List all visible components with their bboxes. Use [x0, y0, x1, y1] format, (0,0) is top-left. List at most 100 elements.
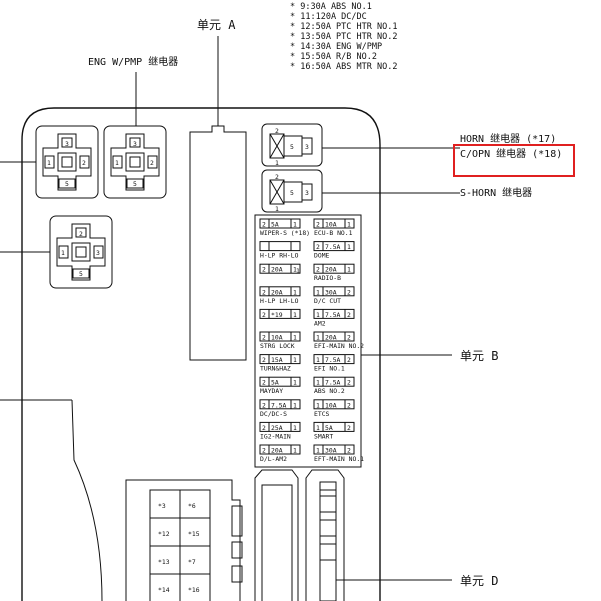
unit-d-label: 单元 D [460, 574, 498, 588]
grid-cell-label: *13 [158, 558, 170, 566]
grid-cell-label: *16 [188, 586, 200, 594]
notes-list: * 9:30A ABS NO.1 * 11:120A DC/DC * 12:50… [290, 2, 397, 72]
fuse-pin: 2 [347, 447, 351, 455]
lower-block-outline [125, 479, 241, 601]
fuse-amp: 20A [325, 266, 337, 274]
fuse-pin: 1 [293, 311, 297, 319]
note-line: * 14:30A ENG W/PMP [290, 42, 382, 52]
fuse-pin: 2 [262, 379, 266, 387]
fuse-left-8: 2 7.5A 1DC/DC-S [259, 399, 301, 418]
pin-label: 3 [305, 189, 309, 197]
fuse-name: ABS NO.2 [314, 387, 345, 395]
fuse-pin: 2 [262, 424, 266, 432]
fuse-amp: 10A [271, 334, 283, 342]
grid-cell-label: *7 [188, 558, 196, 566]
fuse-name: MAYDAY [260, 387, 283, 395]
fuse-amp: 7.5A [325, 243, 341, 251]
fuse-amp: 5A [271, 379, 279, 387]
fuse-amp: 30A [325, 288, 337, 296]
fuse-left-1: H-LP RH-LO [259, 241, 301, 260]
fuse-name: D/C CUT [314, 297, 341, 305]
fuse-pin: 1 [316, 447, 320, 455]
fuse-pin: 2 [316, 243, 320, 251]
fuse-amp: 7.5A [325, 356, 341, 364]
fuse-pin: 2 [262, 221, 266, 229]
fuse-pin: 2 [316, 266, 320, 274]
fuse-pin: 2 [262, 401, 266, 409]
pin-label: 1 [275, 205, 279, 213]
pin-label: 1 [47, 159, 51, 167]
pin-label: 2 [275, 127, 279, 135]
fuse-pin: 1 [293, 379, 297, 387]
fuse-amp: 15A [271, 356, 283, 364]
note-line: * 11:120A DC/DC [290, 12, 367, 22]
pin-label: 1 [115, 159, 119, 167]
eng-wpmp-label: ENG W/PMP 继电器 [88, 55, 178, 68]
fuse-amp: *19 [271, 311, 283, 319]
fuse-name: H-LP LH-LO [260, 297, 299, 305]
highlight-box [453, 144, 575, 177]
pin-label: 2 [150, 159, 154, 167]
fuse-name: DOME [314, 252, 330, 260]
fuse-amp: 30A [325, 447, 337, 455]
fuse-pin: 2 [262, 447, 266, 455]
grid-cell-label: *6 [188, 502, 196, 510]
fuse-amp: 20A [271, 288, 283, 296]
fuse-name: RADIO-B [314, 274, 341, 282]
pin-label: 5 [290, 189, 294, 197]
side-tab [231, 541, 243, 559]
fuse-pin: 1 [293, 424, 297, 432]
pin-label: 5 [79, 270, 83, 278]
fuse-amp: 5A [271, 221, 279, 229]
fuse-pin: 1 [316, 334, 320, 342]
side-tab [231, 505, 243, 537]
fuse-amp: 7.5A [271, 401, 287, 409]
pin-label: 2 [79, 230, 83, 238]
unit-b-label: 单元 B [460, 349, 498, 363]
grid-cell-label: *12 [158, 530, 170, 538]
fuse-amp: 20A [325, 334, 337, 342]
fuse-name: EFI-MAIN NO.2 [314, 342, 364, 350]
note-line: * 13:50A PTC HTR NO.2 [290, 32, 397, 42]
pin-label: 3 [305, 143, 309, 151]
fuse-name: TURN&HAZ [260, 365, 291, 373]
fuse-name: EFT-MAIN NO.1 [314, 455, 364, 463]
fuse-amp: 20A [271, 266, 283, 274]
fuse-box-outline [21, 107, 381, 601]
pin-label: 2 [82, 159, 86, 167]
fuse-pin: 2 [262, 311, 266, 319]
fuse-pin: 2 [262, 288, 266, 296]
fuse-name: DC/DC-S [260, 410, 287, 418]
fuse-name: D/L-AM2 [260, 455, 287, 463]
fuse-pin: 2 [262, 334, 266, 342]
fuse-amp: 7.5A [325, 379, 341, 387]
fuse-name: H-LP RH-LO [260, 252, 299, 260]
fuse-pin: 1 [347, 221, 351, 229]
grid-cell-label: *3 [158, 502, 166, 510]
side-tab [231, 565, 243, 583]
fuse-pin: 2 [347, 288, 351, 296]
pin-label: 3 [65, 140, 69, 148]
fuse-pin: 1 [293, 334, 297, 342]
fuse-pin: 2 [262, 356, 266, 364]
fuse-pin: 1 [316, 288, 320, 296]
fuse-pin: 1 [293, 401, 297, 409]
note-line: * 15:50A R/B NO.2 [290, 52, 377, 62]
fuse-pin: 1 [316, 356, 320, 364]
fuse-pin: 1 [316, 311, 320, 319]
